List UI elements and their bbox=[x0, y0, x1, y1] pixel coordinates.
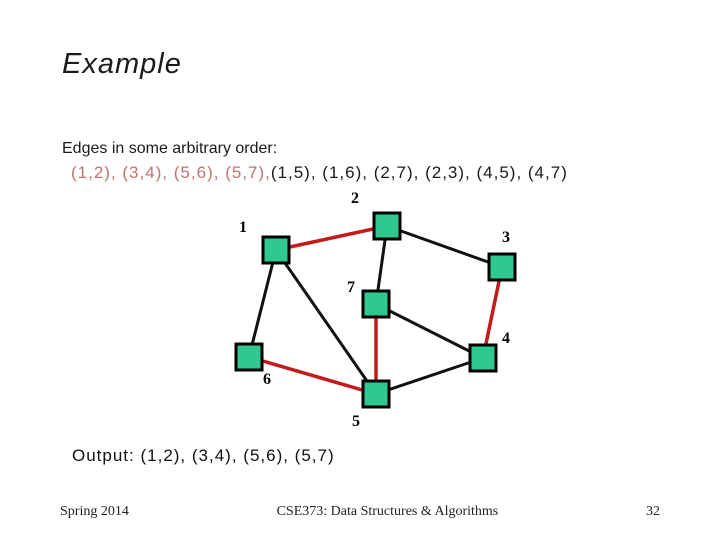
graph-edge-1-5 bbox=[274, 249, 378, 395]
edges-intro-text: Edges in some arbitrary order: bbox=[62, 140, 278, 157]
graph-edge-4-5 bbox=[375, 356, 484, 396]
graph-node-5 bbox=[361, 379, 391, 409]
graph-node-2 bbox=[372, 211, 402, 241]
graph-node-label-3: 3 bbox=[502, 229, 510, 246]
footer-page-number: 32 bbox=[646, 504, 660, 519]
footer-course-name: CSE373: Data Structures & Algorithms bbox=[276, 504, 499, 519]
graph-edge-2-7 bbox=[374, 225, 389, 305]
graph-node-label-4: 4 bbox=[502, 330, 510, 347]
slide-title: Example bbox=[62, 48, 182, 80]
edge-list-line: (1,2), (3,4), (5,6), (5,7),(1,5), (1,6),… bbox=[71, 163, 568, 183]
graph-node-1 bbox=[261, 235, 291, 265]
output-line: Output: (1,2), (3,4), (5,6), (5,7) bbox=[72, 446, 335, 465]
footer-term: Spring 2014 bbox=[60, 504, 129, 519]
graph-node-label-7: 7 bbox=[347, 279, 355, 296]
graph-edge-5-6 bbox=[248, 355, 377, 396]
graph-node-label-5: 5 bbox=[352, 413, 360, 430]
graph-edge-1-6 bbox=[247, 249, 278, 358]
graph-node-label-6: 6 bbox=[263, 371, 271, 388]
graph-edge-2-3 bbox=[386, 224, 503, 269]
edge-list-processed: (1,2), (3,4), (5,6), (5,7), bbox=[71, 163, 271, 182]
graph-node-4 bbox=[468, 343, 498, 373]
graph-edge-3-4 bbox=[481, 266, 504, 359]
slide-footer: Spring 2014 CSE373: Data Structures & Al… bbox=[0, 504, 720, 520]
graph-node-label-1: 1 bbox=[239, 219, 247, 236]
graph-node-6 bbox=[234, 342, 264, 372]
graph-node-3 bbox=[487, 252, 517, 282]
graph-node-7 bbox=[361, 289, 391, 319]
edge-list-remaining: (1,5), (1,6), (2,7), (2,3), (4,5), (4,7) bbox=[270, 163, 568, 182]
graph-edge-4-7 bbox=[375, 302, 484, 360]
graph-node-label-2: 2 bbox=[351, 190, 359, 207]
graph-edge-1-2 bbox=[275, 224, 388, 252]
